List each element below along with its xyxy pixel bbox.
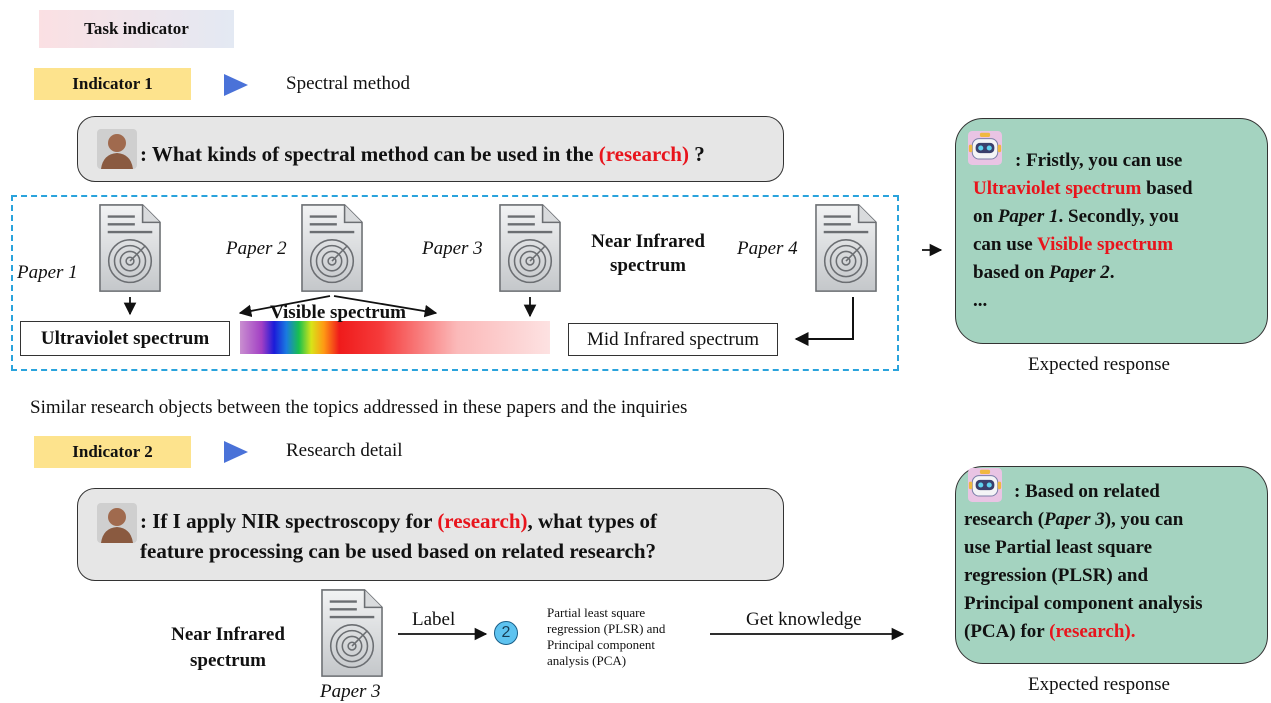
indicator1-title: Spectral method xyxy=(286,73,410,94)
answer1-bubble xyxy=(955,118,1268,344)
paper4-label: Paper 4 xyxy=(737,238,798,259)
paper4-arrow xyxy=(794,297,854,346)
expected-response-2: Expected response xyxy=(1028,674,1170,695)
paper2-arrow-left xyxy=(238,295,331,318)
indicator1-tag: Indicator 1 xyxy=(34,68,191,100)
methods-text: Partial least square regression (PLSR) a… xyxy=(547,605,666,668)
similarity-caption: Similar research objects between the top… xyxy=(30,397,688,418)
question1-text: : What kinds of spectral method can be u… xyxy=(140,142,705,166)
task-indicator-tag: Task indicator xyxy=(39,10,234,48)
answer2-text: : Based on related research (Paper 3), y… xyxy=(964,481,1203,642)
papers-dashed-container xyxy=(11,195,899,371)
nir-spectrum-label: Near Infrared spectrum xyxy=(171,624,285,671)
answer1-text: : Fristly, you can use Ultraviolet spect… xyxy=(973,150,1193,311)
paper2-arrow-right xyxy=(333,295,438,318)
answer2-bubble xyxy=(955,466,1268,664)
paper3-label-2: Paper 3 xyxy=(320,681,381,702)
circled-number-badge: 2 xyxy=(494,621,518,645)
visible-spectrum-bar xyxy=(240,321,550,354)
play-icon xyxy=(224,74,248,96)
visible-spectrum-label: Visible spectrum xyxy=(270,302,406,323)
question1-bubble xyxy=(77,116,784,182)
indicator2-title: Research detail xyxy=(286,440,403,461)
expected-response-1: Expected response xyxy=(1028,354,1170,375)
mid-infrared-box: Mid Infrared spectrum xyxy=(568,323,778,356)
play-icon-2 xyxy=(224,441,248,463)
paper1-label: Paper 1 xyxy=(17,262,78,283)
ultraviolet-box: Ultraviolet spectrum xyxy=(20,321,230,356)
label-text: Label xyxy=(412,609,456,630)
question2-bubble xyxy=(77,488,784,581)
indicator2-tag: Indicator 2 xyxy=(34,436,191,468)
question2-text: : If I apply NIR spectroscopy for (resea… xyxy=(140,509,657,563)
get-knowledge-label: Get knowledge xyxy=(746,609,862,630)
paper3-label: Paper 3 xyxy=(422,238,483,259)
paper2-label: Paper 2 xyxy=(226,238,287,259)
paper3-nir-label: Near Infrared spectrum xyxy=(591,231,705,276)
